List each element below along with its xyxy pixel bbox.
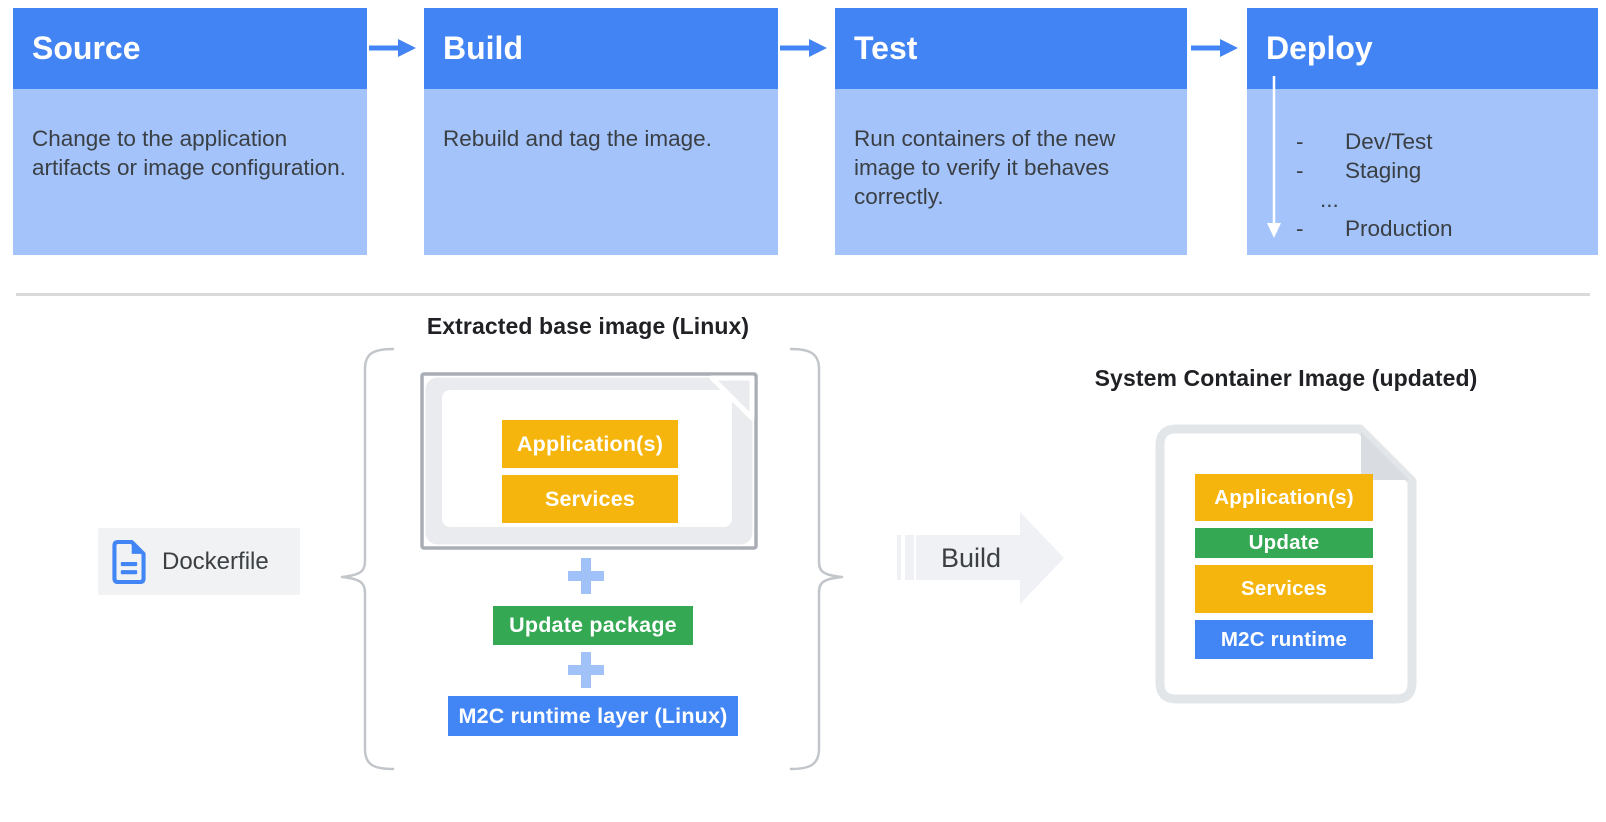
dockerfile-label: Dockerfile (162, 547, 269, 575)
deploy-environment-list: - Dev/Test - Staging ... - Production (1296, 127, 1453, 243)
separator-line (16, 293, 1590, 296)
list-item: ... (1296, 185, 1453, 214)
pipeline-step-deploy: Deploy - Dev/Test - Staging ... - Produc… (1247, 8, 1598, 255)
list-label: Staging (1345, 158, 1422, 183)
step-build-title: Build (424, 8, 778, 89)
file-document-icon (112, 539, 146, 584)
result-image-title: System Container Image (updated) (1094, 365, 1478, 391)
arrow-right-icon (1191, 39, 1238, 57)
build-arrow-label: Build (941, 543, 1001, 573)
list-item: - Staging (1296, 156, 1453, 185)
step-deploy-body (1247, 89, 1598, 255)
list-item: - Production (1296, 214, 1453, 243)
pipeline-step-source: Source Change to the application artifac… (13, 8, 367, 255)
step-build-body: Rebuild and tag the image. (424, 89, 778, 255)
update-package-box: Update package (493, 606, 693, 645)
right-brace-icon (789, 347, 844, 771)
pipeline-step-build: Build Rebuild and tag the image. (424, 8, 778, 255)
system-container-image-document: Application(s) Update Services M2C runti… (1155, 424, 1417, 704)
arrow-down-icon (1267, 76, 1281, 238)
step-source-title: Source (13, 8, 367, 89)
dockerfile-chip: Dockerfile (98, 528, 300, 595)
list-bullet: - (1296, 158, 1304, 183)
list-label: Production (1345, 216, 1453, 241)
layer-applications: Application(s) (502, 420, 678, 468)
left-brace-icon (340, 347, 395, 771)
step-deploy-title: Deploy (1247, 8, 1598, 89)
step-test-body: Run containers of the new image to verif… (835, 89, 1187, 255)
layer-services: Services (1195, 565, 1373, 613)
layer-m2c-runtime: M2C runtime (1195, 620, 1373, 659)
plus-icon (568, 652, 604, 688)
arrow-right-icon (369, 39, 416, 57)
arrow-right-icon (780, 39, 827, 57)
list-bullet: - (1296, 129, 1304, 154)
folded-page-icon (1155, 424, 1417, 704)
step-test-description: Run containers of the new image to verif… (854, 126, 1116, 209)
step-source-description: Change to the application artifacts or i… (32, 126, 346, 180)
list-label: ... (1320, 187, 1339, 212)
layer-services: Services (502, 475, 678, 523)
base-image-title: Extracted base image (Linux) (426, 313, 750, 339)
list-label: Dev/Test (1345, 129, 1433, 154)
step-source-body: Change to the application artifacts or i… (13, 89, 367, 255)
step-test-title: Test (835, 8, 1187, 89)
list-bullet: - (1296, 216, 1304, 241)
layer-applications: Application(s) (1195, 474, 1373, 521)
plus-icon (568, 558, 604, 594)
list-item: - Dev/Test (1296, 127, 1453, 156)
runtime-layer-box: M2C runtime layer (Linux) (448, 696, 738, 736)
step-build-description: Rebuild and tag the image. (443, 126, 712, 151)
layer-update: Update (1195, 528, 1373, 558)
pipeline-step-test: Test Run containers of the new image to … (835, 8, 1187, 255)
build-arrow-icon: Build (897, 512, 1064, 604)
base-image-document: Application(s) Services (420, 372, 758, 550)
